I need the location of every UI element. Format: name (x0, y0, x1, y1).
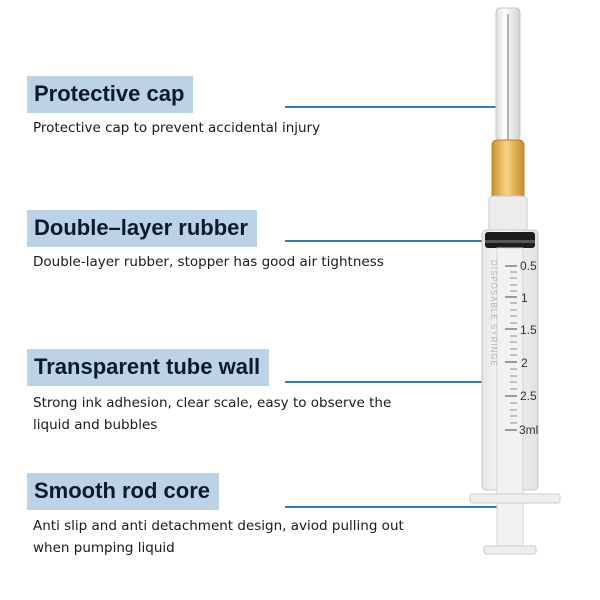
finger-flange (469, 493, 561, 504)
scale-label: 0.5 (520, 259, 537, 273)
barrel-print: DISPOSABLE SYRINGE (489, 260, 498, 367)
thumb-rest (483, 545, 537, 555)
feature-title-double-layer-rubber: Double–layer rubber (27, 210, 257, 247)
feature-title-transparent-tube-wall: Transparent tube wall (27, 349, 270, 386)
feature-title-smooth-rod-core: Smooth rod core (27, 473, 220, 510)
callout-line-double-layer-rubber (285, 240, 509, 242)
feature-description-protective-cap: Protective cap to prevent accidental inj… (33, 120, 321, 136)
scale-label: 3ml (519, 423, 538, 437)
scale-label: 1 (521, 291, 528, 305)
scale-label: 2 (521, 356, 528, 370)
needle-hub (491, 139, 525, 201)
syringe-illustration: DISPOSABLE SYRINGE 0.5 1 1.5 2 2.5 3ml (469, 7, 561, 555)
barrel-tip (488, 195, 528, 233)
feature-title-protective-cap: Protective cap (27, 76, 194, 113)
callout-line-protective-cap (285, 106, 509, 108)
scale-label: 1.5 (520, 323, 537, 337)
callout-line-smooth-rod-core (285, 506, 509, 508)
feature-description-smooth-rod-core: Anti slip and anti detachment design, av… (33, 518, 404, 556)
callout-line-transparent-tube-wall (285, 381, 509, 383)
feature-description-transparent-tube-wall: Strong ink adhesion, clear scale, easy t… (33, 395, 392, 433)
feature-description-double-layer-rubber: Double-layer rubber, stopper has good ai… (33, 254, 384, 270)
scale-label: 2.5 (520, 389, 537, 403)
